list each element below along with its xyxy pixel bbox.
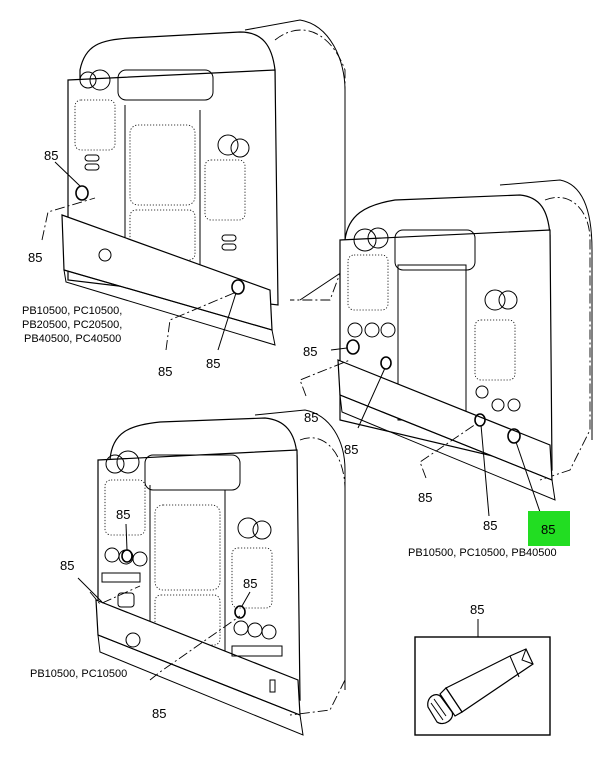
callout-v3-bottom: 85 <box>152 706 166 721</box>
callout-v2-leader2: 85 <box>344 442 358 457</box>
callout-v1-left: 85 <box>28 250 42 265</box>
tube-of-sealant-icon <box>427 648 534 725</box>
caption-v1-line1: PB10500, PC10500, <box>22 305 122 317</box>
caption-v1-line3: PB40500, PC40500 <box>24 333 121 345</box>
caption-v3: PB10500, PC10500 <box>30 668 127 680</box>
callout-v2-left: 85 <box>303 344 317 359</box>
caption-v2: PB10500, PC10500, PB40500 <box>408 547 557 559</box>
view-3-cab-rear <box>77 409 346 736</box>
callout-v2-bottom: 85 <box>418 490 432 505</box>
callout-v3-right: 85 <box>243 576 257 591</box>
callout-v2-highlighted[interactable]: 85 <box>541 522 555 537</box>
callout-v1-bottom-right: 85 <box>206 356 220 371</box>
callout-tube: 85 <box>470 602 484 617</box>
callout-v2-bottom-right: 85 <box>483 518 497 533</box>
view-2-cab-rear <box>299 179 593 517</box>
callout-v3-top-left: 85 <box>116 507 130 522</box>
view-1-cab-rear <box>41 19 346 351</box>
callout-v2-leader1: 85 <box>304 410 318 425</box>
caption-v1-line2: PB20500, PC20500, <box>22 319 122 331</box>
callout-v3-left: 85 <box>60 558 74 573</box>
highlighted-callout-box[interactable] <box>528 511 570 546</box>
callout-v1-top: 85 <box>44 148 58 163</box>
callout-v1-bottom-left: 85 <box>158 364 172 379</box>
